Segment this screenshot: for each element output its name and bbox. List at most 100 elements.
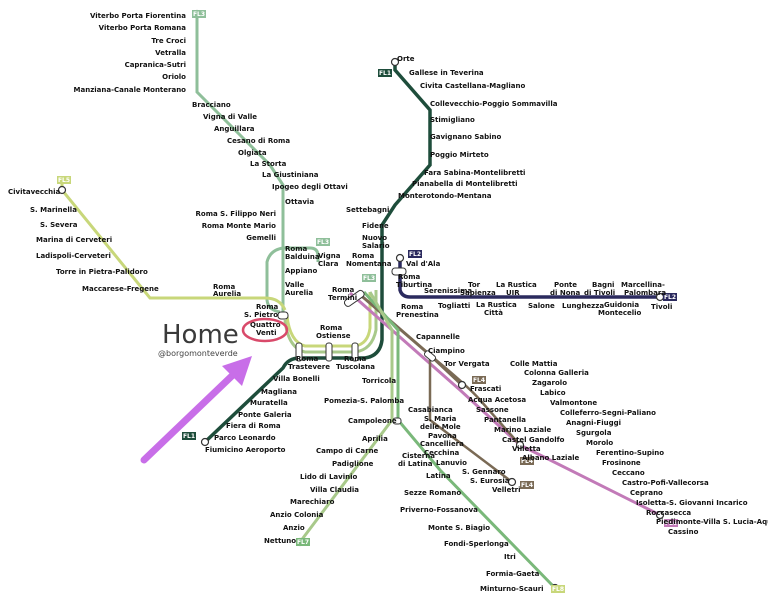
station-label: Gallese in Teverina — [409, 69, 484, 77]
station-label: Roma S. Filippo Neri — [196, 210, 277, 218]
station-label: Formia-Gaeta — [486, 570, 540, 578]
station-label: Roma — [296, 355, 318, 363]
station-label: S. Severa — [40, 221, 78, 229]
station-label: Val d'Ala — [406, 260, 441, 268]
interchange-trastevere — [295, 342, 303, 362]
station-label: Albano Laziale — [522, 454, 580, 462]
svg-text:FL4: FL4 — [521, 458, 533, 465]
station-label: Aurelia — [285, 289, 313, 297]
station-label: Labico — [540, 389, 566, 397]
station-label: Cassino — [668, 528, 699, 536]
station-label: Acqua Acetosa — [468, 396, 526, 404]
station-label: Villa Claudia — [310, 486, 359, 494]
svg-text:FL3: FL3 — [193, 11, 205, 18]
station-label: Tor Vergata — [444, 360, 490, 368]
station-label: Priverno-Fossanova — [400, 506, 478, 514]
line-fl2 — [398, 258, 660, 299]
station-label: Magliana — [261, 388, 297, 396]
station-label: Roma — [285, 245, 307, 253]
station-label: Marechiaro — [290, 498, 335, 506]
terminus-fiumicino — [200, 437, 210, 447]
badge-fl1-bottom: FL1 — [182, 432, 196, 440]
station-label: Castro-Pofi-Vallecorsa — [622, 479, 709, 487]
station-label: Bagni — [592, 281, 614, 289]
station-label: di Nona — [550, 289, 580, 297]
station-label: Viterbo Porta Fiorentina — [90, 12, 186, 20]
station-label: Valmontone — [550, 399, 597, 407]
station-label: Pomezia-S. Palomba — [324, 397, 404, 405]
station-label: Pavona — [428, 432, 457, 440]
station-label: Ponte Galeria — [238, 411, 292, 419]
station-label: Isoletta-S. Giovanni Incarico — [636, 499, 748, 507]
station-label: Roccasecca — [646, 509, 691, 517]
badge-fl2: FL2 — [408, 250, 422, 258]
station-label: Gavignano Sabino — [430, 133, 502, 141]
station-label: Lunghezza — [562, 302, 604, 310]
terminus-velletri — [507, 477, 517, 487]
svg-text:FL3: FL3 — [317, 239, 329, 246]
station-label: La Rustica — [476, 301, 517, 309]
station-label: Cisterna — [402, 452, 435, 460]
station-label: Parco Leonardo — [214, 434, 276, 442]
station-label: Tuscolana — [336, 363, 375, 371]
station-label: Anagni-Fiuggi — [566, 419, 621, 427]
svg-text:FL7: FL7 — [297, 539, 309, 546]
station-label: Roma — [213, 283, 235, 291]
station-label: Cancelliera — [420, 440, 464, 448]
station-label: Sgurgola — [576, 429, 612, 437]
station-label: Ceccano — [612, 469, 645, 477]
svg-text:FL4: FL4 — [521, 482, 533, 489]
station-label: Castel Gandolfo — [502, 436, 565, 444]
station-label: Ostiense — [316, 332, 351, 340]
svg-text:FL1: FL1 — [379, 70, 391, 77]
interchange-termini — [343, 289, 365, 307]
station-label: Collevecchio-Poggio Sommavilla — [430, 100, 558, 108]
badge-fl3-top: FL3 — [192, 10, 206, 18]
interchange-tuscolana — [351, 342, 359, 362]
station-label: Aprilia — [362, 435, 388, 443]
line-fl1 — [203, 62, 432, 444]
station-label: Villa Bonelli — [273, 375, 320, 383]
badge-fl4-albano: FL4 — [520, 457, 534, 465]
station-label: S. Maria — [424, 415, 457, 423]
station-label: Morolo — [586, 439, 613, 447]
station-label: Tor — [468, 281, 481, 289]
svg-text:FL6: FL6 — [665, 520, 677, 527]
station-label: La Rustica — [496, 281, 537, 289]
station-label: Ponte — [554, 281, 577, 289]
station-label: Marino Laziale — [494, 426, 552, 434]
station-label: Roma — [332, 286, 354, 294]
station-label: Monte S. Biagio — [428, 524, 490, 532]
badge-fl5: FL5 — [57, 176, 71, 184]
interchange-campoleone — [392, 417, 402, 425]
station-label: Montecelio — [598, 309, 642, 317]
station-label: Olgiata — [238, 149, 267, 157]
station-label: S. Eurosia — [470, 477, 510, 485]
station-label: Colle Mattia — [510, 360, 558, 368]
home-title: Home — [162, 320, 239, 350]
station-label: Orte — [397, 55, 415, 63]
station-label: Trastevere — [288, 363, 330, 371]
station-label: Oriolo — [162, 73, 186, 81]
station-label: Prenestina — [396, 311, 439, 319]
station-label: La Storta — [250, 160, 287, 168]
badge-fl3-vigna: FL3 — [316, 238, 330, 246]
station-label: Palombara — [624, 289, 666, 297]
station-label: Anguillara — [214, 125, 255, 133]
station-label: Stimigliano — [430, 116, 475, 124]
interchange-s-pietro — [277, 311, 289, 320]
station-label: Zagarolo — [532, 379, 567, 387]
svg-text:FL8: FL8 — [552, 586, 564, 593]
station-label: Fiumicino Aeroporto — [205, 446, 286, 454]
station-label: Poggio Mirteto — [430, 151, 489, 159]
station-label: Anzio — [283, 524, 305, 532]
station-label: Ottavia — [285, 198, 314, 206]
station-label: Vigna di Valle — [203, 113, 257, 121]
station-label: Manziana-Canale Monterano — [74, 86, 187, 94]
station-label: Velletri — [492, 486, 521, 494]
station-label: Venti — [256, 329, 277, 337]
svg-text:FL4: FL4 — [473, 377, 485, 384]
badge-fl3-center: FL3 — [362, 274, 376, 282]
station-label: Roma — [398, 273, 420, 281]
